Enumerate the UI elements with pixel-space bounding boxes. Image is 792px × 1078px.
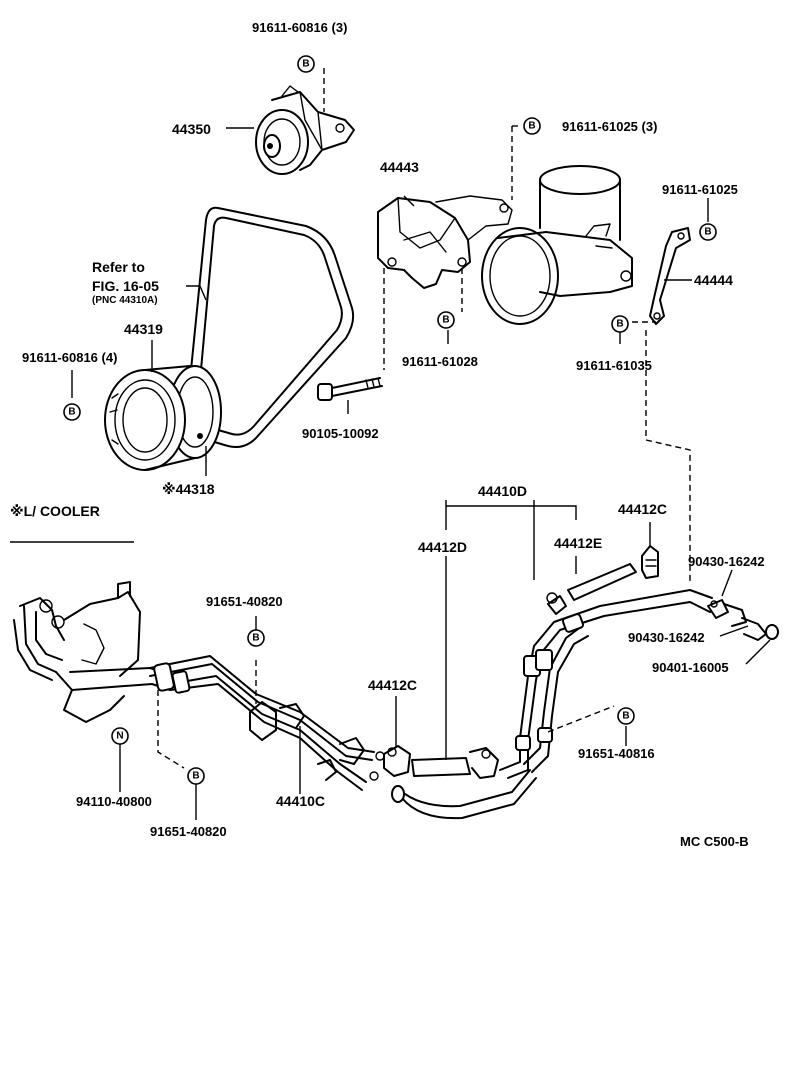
label-44412C-top: 44412C [618,501,667,517]
label-l-cooler: ※L/ COOLER [10,503,100,519]
drive-belt [184,206,355,448]
label-91611-61025-3: 91611-61025 (3) [562,119,657,134]
pressure-tube-44410C [149,655,385,791]
svg-text:B: B [302,59,309,70]
svg-text:B: B [192,771,199,782]
leader-lines [10,127,771,820]
label-44410C: 44410C [276,793,325,809]
label-91651-40820-top: 91651-40820 [206,594,283,609]
power-steering-pump [481,165,633,325]
label-91611-60816-3: 91611-60816 (3) [252,20,347,35]
label-44412C-mid: 44412C [368,677,417,693]
label-44412E: 44412E [554,535,602,551]
label-90105-10092: 90105-10092 [302,426,379,441]
union-fitting-90401 [707,599,779,641]
steering-gear-assembly [13,581,171,723]
badge-n-1: N [111,727,129,745]
tube-44410D [499,563,713,779]
svg-text:B: B [528,121,535,132]
badge-b-8: B [617,707,635,725]
label-44444: 44444 [694,272,733,288]
badge-b-7: B [247,629,265,647]
label-fig-16-05: FIG. 16-05 [92,278,159,294]
badge-b-2: B [523,117,541,135]
label-91611-60816-4: 91611-60816 (4) [22,350,117,365]
label-94110-40800: 94110-40800 [76,794,152,809]
bracket-44443 [377,195,513,289]
svg-text:B: B [252,633,259,644]
label-90430-16242-a: 90430-16242 [688,554,765,569]
badge-b-4: B [437,311,455,329]
badge-b-1: B [297,55,315,73]
label-44410D: 44410D [478,483,527,499]
idler-pulley-44350 [255,85,355,175]
label-91611-61035: 91611-61035 [576,358,652,373]
bracket-44444 [649,227,691,325]
diagram-code: MC C500-B [680,834,749,849]
label-91611-61028: 91611-61028 [402,354,478,369]
clamp-line-91651-40816 [547,705,615,733]
badge-b-9: B [187,767,205,785]
svg-text:B: B [616,319,623,330]
clamp-line-94110 [157,690,185,769]
label-44319: 44319 [124,321,163,337]
label-44350: 44350 [172,121,211,137]
label-91651-40816: 91651-40816 [578,746,655,761]
crank-pulley-44319 [104,365,222,471]
svg-text:N: N [116,731,123,742]
svg-text:B: B [442,315,449,326]
badge-b-5: B [611,315,629,333]
label-90401-16005: 90401-16005 [652,660,729,675]
label-44412D: 44412D [418,539,467,555]
label-91611-61025: 91611-61025 [662,182,738,197]
badge-b-6: B [63,403,81,421]
hose-44412D [383,745,537,820]
label-refer-to: Refer to [92,259,145,275]
svg-text:B: B [622,711,629,722]
hose-link-line [645,330,691,584]
bolt-90105-10092 [317,377,383,401]
clamp-44412C-top [641,545,659,579]
badge-b-3: B [699,223,717,241]
label-44443: 44443 [380,159,419,175]
svg-text:B: B [704,227,711,238]
label-pnc-44310a: (PNC 44310A) [92,295,158,306]
svg-text:B: B [68,407,75,418]
label-90430-16242-b: 90430-16242 [628,630,705,645]
label-44318: ※44318 [162,481,215,497]
label-91651-40820-bot: 91651-40820 [150,824,227,839]
